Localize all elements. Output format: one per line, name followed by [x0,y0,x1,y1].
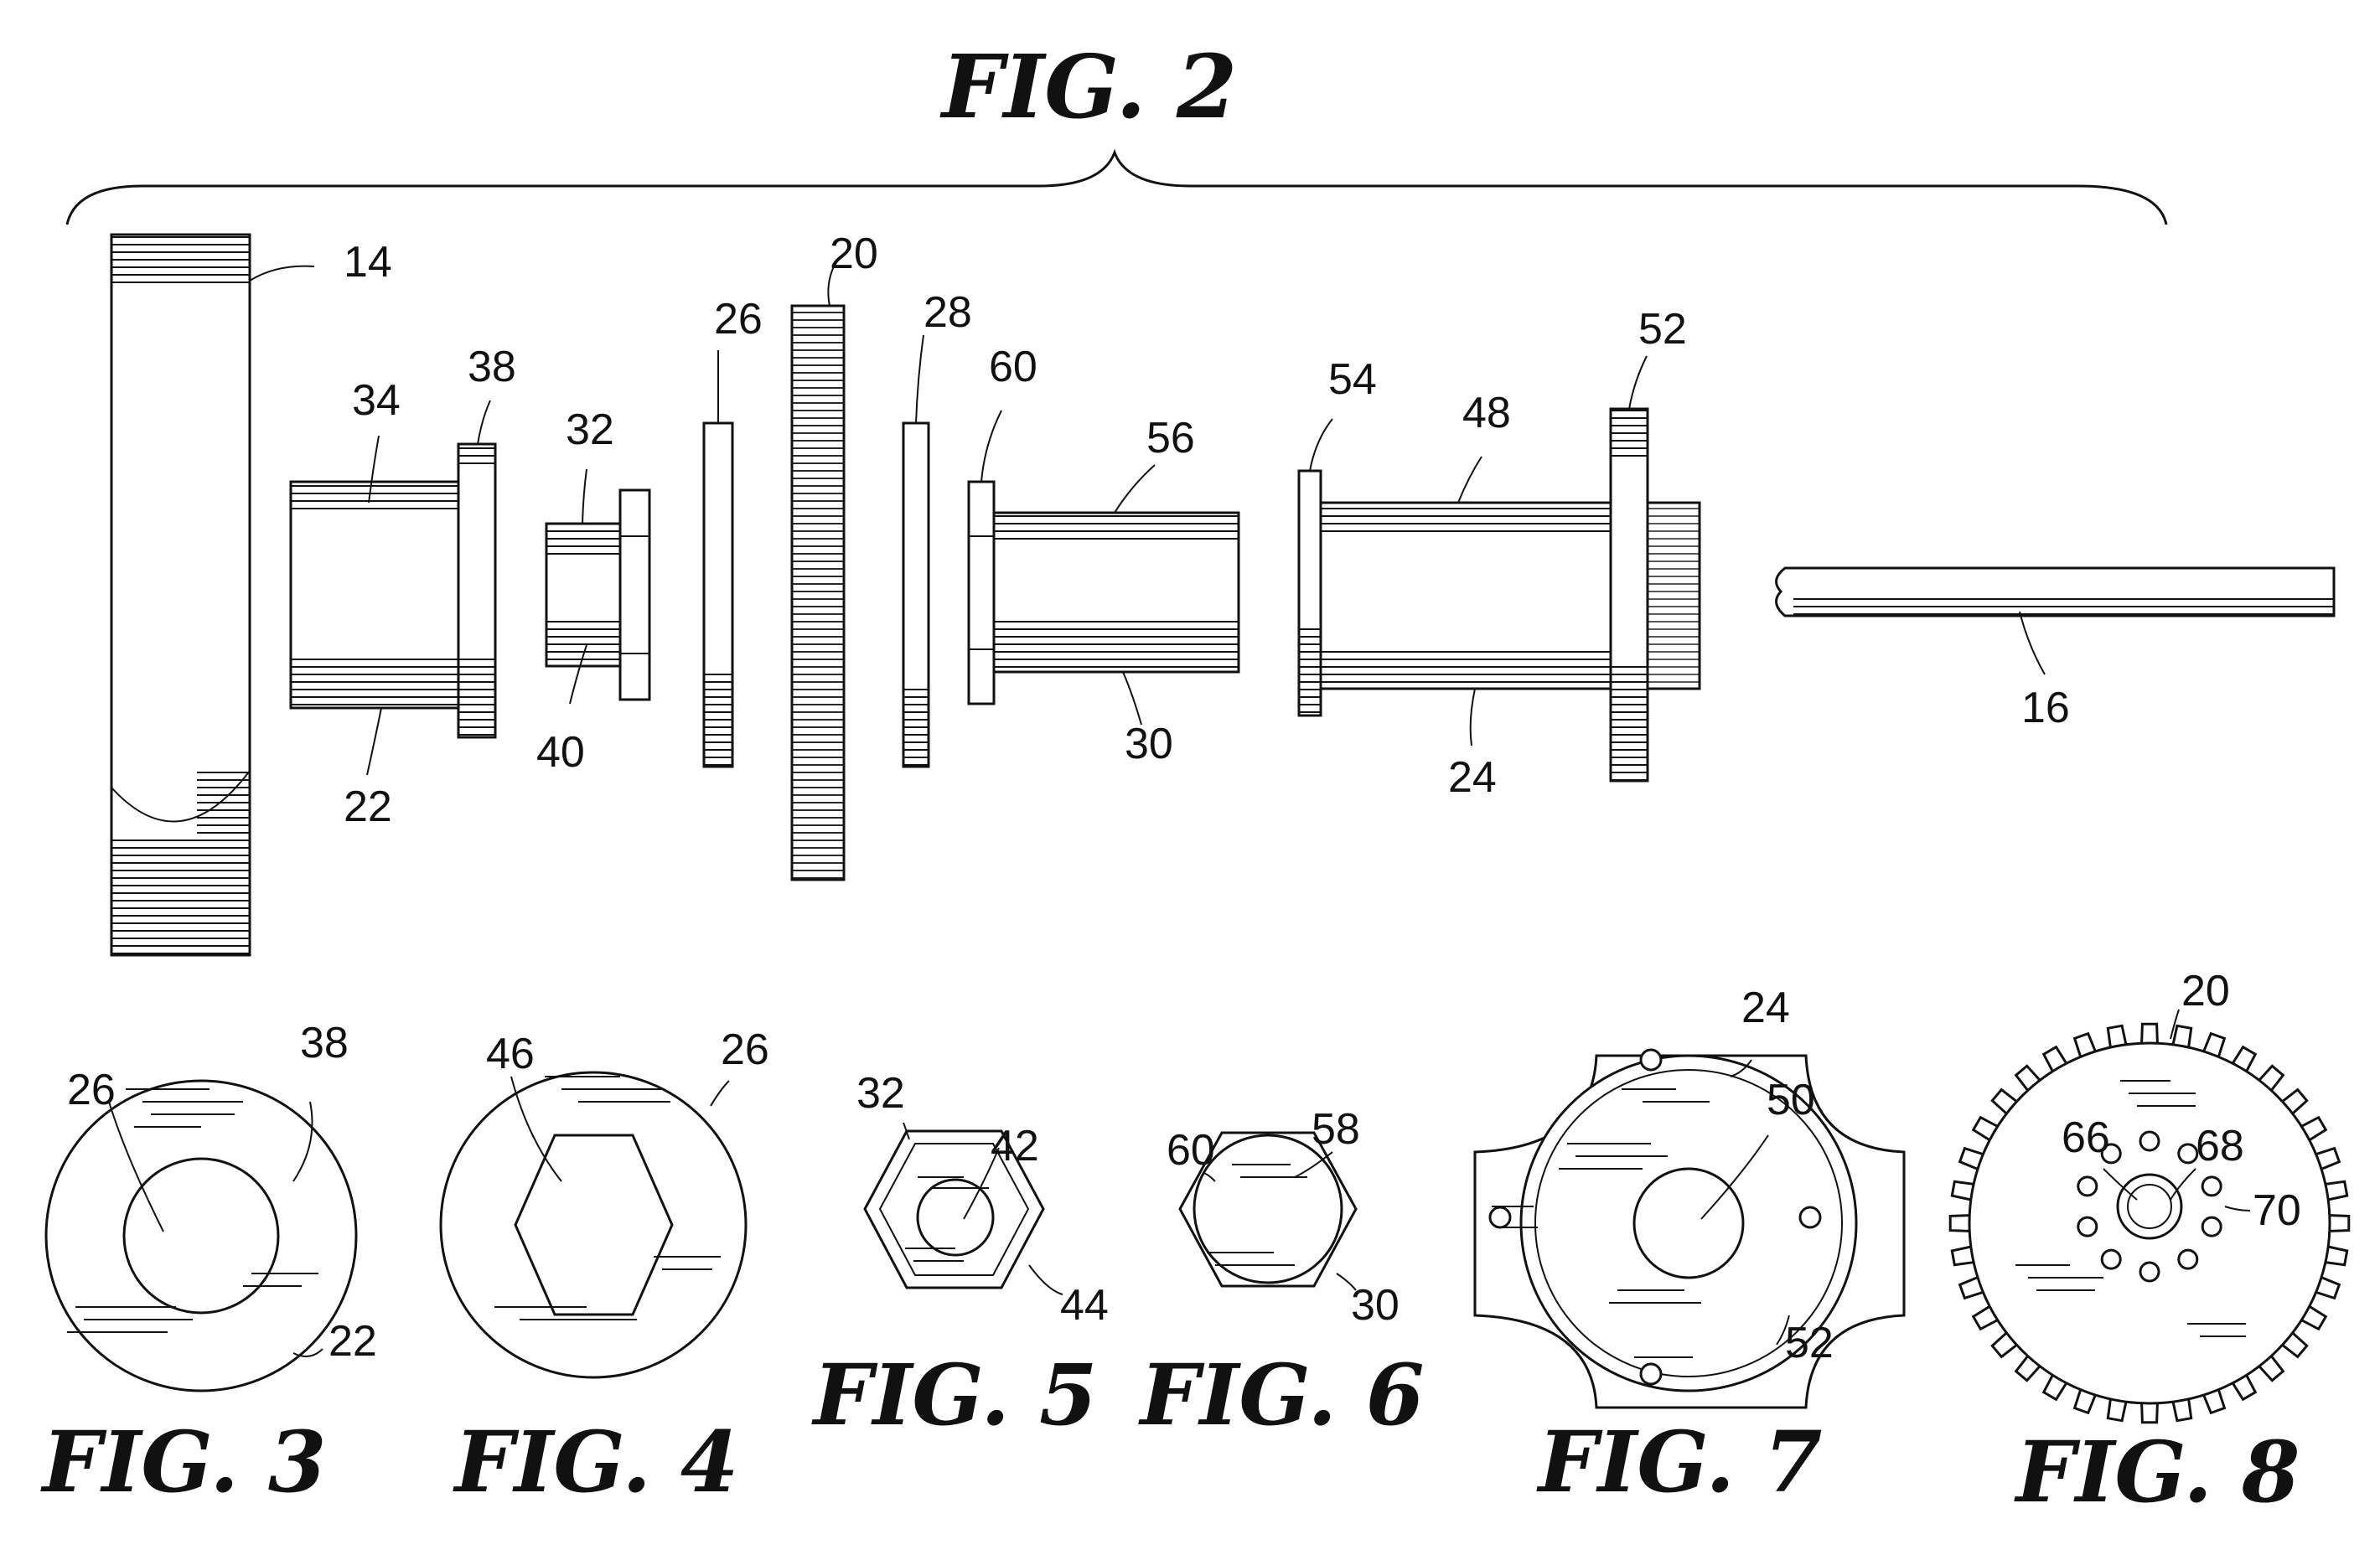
fig3-ref-38: 38 [300,1019,349,1067]
fig6-ref-30: 30 [1351,1281,1400,1330]
bolt-hole [2102,1250,2120,1268]
fig3-ref-26: 26 [67,1066,116,1114]
part-32-hex-nut [546,490,649,700]
fig5-end-view-hex-nut: 32 42 44 FIG. 5 [811,1069,1109,1444]
bolt-hole [2202,1177,2221,1196]
bolt-hole [2179,1144,2197,1163]
ref-24: 24 [1448,753,1497,802]
bolt-hole [2179,1250,2197,1268]
fig2-exploded-view: FIG. 2 [67,35,2334,955]
fig8-end-view-toothed-wheel: 20 66 68 70 FIG. 8 [1950,967,2349,1521]
fig5-ref-44: 44 [1060,1281,1109,1330]
fig5-title: FIG. 5 [811,1346,1098,1444]
ref-32: 32 [566,406,614,454]
fig8-ref-20: 20 [2181,967,2230,1015]
part-16-shaft [1777,568,2334,616]
ref-16: 16 [2021,684,2070,732]
fig3-end-view-hub: 26 38 22 FIG. 3 [40,1019,377,1511]
ref-14: 14 [344,238,392,287]
fig7-end-view-spindle-flange: 24 50 52 FIG. 7 [1475,984,1904,1511]
part-28-washer [903,423,929,767]
bolt-hole [2202,1217,2221,1236]
part-24-spindle-hub [1299,409,1700,781]
fig8-ref-66: 66 [2062,1113,2110,1162]
fig4-title: FIG. 4 [453,1413,739,1511]
fig7-ref-24: 24 [1741,984,1790,1032]
ref-20: 20 [830,230,878,278]
part-14-drum [111,235,250,955]
part-22-flanged-hub [291,444,495,737]
ref-30: 30 [1125,720,1173,768]
ref-54: 54 [1328,355,1377,404]
fig4-ref-46: 46 [486,1030,535,1078]
ref-60: 60 [989,343,1037,391]
ref-56: 56 [1146,414,1195,462]
ref-28: 28 [924,288,972,337]
fig6-title: FIG. 6 [1138,1346,1425,1444]
bolt-hole [2140,1132,2159,1150]
fig6-ref-60: 60 [1167,1126,1215,1175]
part-30-hex-sleeve [969,482,1239,704]
fig2-title: FIG. 2 [939,35,1237,138]
ref-52: 52 [1638,305,1687,354]
fig3-title: FIG. 3 [40,1413,327,1511]
fig5-ref-42: 42 [991,1122,1039,1170]
fig6-end-view-hex-sleeve: 60 58 30 FIG. 6 [1138,1105,1425,1444]
ref-22: 22 [344,783,392,831]
bolt-hole [2140,1263,2159,1281]
bolt-hole [2078,1217,2097,1236]
fig6-ref-58: 58 [1312,1105,1360,1154]
fig4-ref-26: 26 [721,1025,769,1074]
bolt-hole [2078,1177,2097,1196]
fig4-end-view-washer: 46 26 FIG. 4 [441,1025,769,1511]
ref-38: 38 [468,343,516,391]
fig2-brace [67,152,2166,225]
fig7-title: FIG. 7 [1536,1413,1823,1511]
ref-48: 48 [1462,389,1511,437]
ref-34: 34 [352,376,401,425]
part-26-washer [704,423,732,767]
ref-40: 40 [536,728,585,777]
fig5-ref-32: 32 [856,1069,905,1118]
part-20-toothed-wheel [792,306,844,880]
fig8-ref-68: 68 [2196,1122,2244,1170]
fig8-title: FIG. 8 [2014,1423,2300,1521]
fig7-ref-50: 50 [1767,1076,1815,1124]
fig7-ref-52: 52 [1785,1319,1834,1367]
ref-26: 26 [714,295,763,344]
fig8-ref-70: 70 [2253,1186,2301,1235]
fig3-ref-22: 22 [329,1317,377,1366]
